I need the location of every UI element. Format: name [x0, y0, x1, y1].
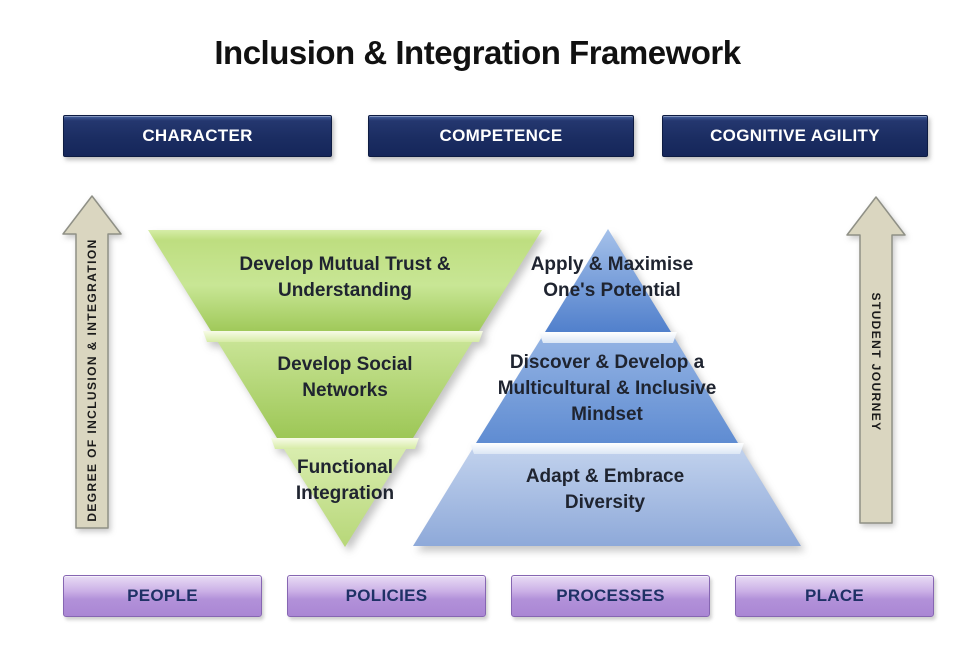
blue-ledge-2: [470, 443, 744, 454]
green-ledge-2: [271, 438, 419, 449]
blue-tier-1-label: Apply & Maximise One's Potential: [530, 254, 694, 301]
green-tier-3-shape: [277, 438, 413, 547]
green-ledge-1: [203, 331, 483, 342]
green-tier-2-shape: [211, 331, 479, 438]
pillar-cognitive-agility-label: COGNITIVE AGILITY: [710, 126, 880, 145]
right-up-arrow: [846, 196, 906, 524]
pillar-competence-label: COMPETENCE: [439, 126, 563, 145]
foundation-people: PEOPLE: [63, 575, 262, 617]
pillar-competence: COMPETENCE: [368, 115, 634, 157]
right-arrow-label: STUDENT JOURNEY: [869, 292, 883, 432]
blue-tier-2-label: Discover & Develop a Multicultural & Inc…: [497, 352, 717, 425]
blue-tier-3-shape: [413, 443, 801, 546]
foundation-processes-label: PROCESSES: [556, 586, 665, 605]
blue-tier-2-shape: [476, 332, 738, 443]
upright-pyramid-blue: [413, 229, 801, 546]
blue-tier-1-shape: [545, 229, 671, 332]
inverted-pyramid-green: [148, 230, 542, 547]
left-up-arrow: [62, 195, 122, 529]
pillar-cognitive-agility: COGNITIVE AGILITY: [662, 115, 928, 157]
green-tier-2-label: Develop Social Networks: [277, 354, 413, 401]
green-tier-1-shape: [148, 230, 542, 331]
pillar-character-label: CHARACTER: [142, 126, 253, 145]
foundation-place: PLACE: [735, 575, 934, 617]
foundation-processes: PROCESSES: [511, 575, 710, 617]
pillar-character: CHARACTER: [63, 115, 332, 157]
blue-ledge-1: [539, 332, 677, 343]
foundation-place-label: PLACE: [804, 586, 865, 605]
left-arrow-label: DEGREE OF INCLUSION & INTEGRATION: [85, 238, 99, 522]
blue-tier-3-label: Adapt & Embrace Diversity: [525, 466, 685, 513]
page-title: Inclusion & Integration Framework: [214, 34, 741, 71]
foundation-people-label: PEOPLE: [127, 586, 198, 605]
green-tier-1-label: Develop Mutual Trust & Understanding: [239, 254, 451, 301]
green-tier-3-label: Functional Integration: [295, 457, 395, 504]
foundation-policies-label: POLICIES: [345, 586, 428, 605]
foundation-policies: POLICIES: [287, 575, 486, 617]
